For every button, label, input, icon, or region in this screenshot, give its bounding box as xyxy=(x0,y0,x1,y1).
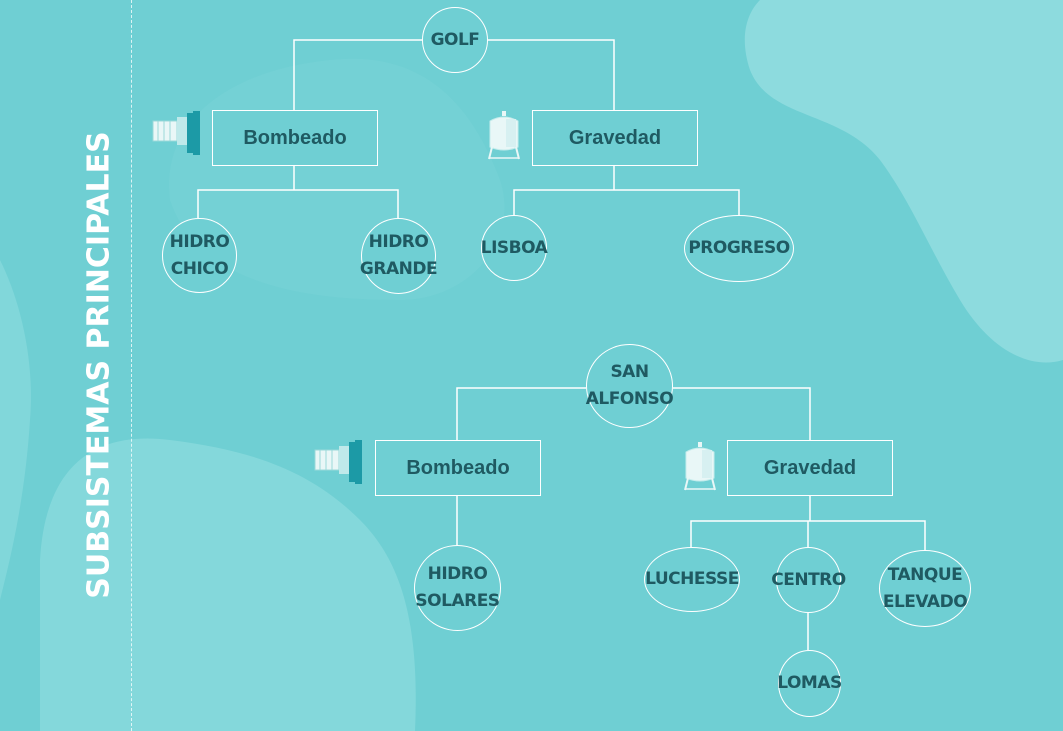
san-alfonso-gravedad-box: Gravedad xyxy=(727,440,893,496)
divider-line xyxy=(131,0,132,731)
node-centro: CENTRO xyxy=(771,547,846,613)
san-alfonso-bombeado-box: Bombeado xyxy=(375,440,541,496)
pump-icon xyxy=(152,111,200,155)
node-golf: GOLF xyxy=(422,7,488,73)
node-lomas: LOMAS xyxy=(777,650,842,717)
node-tanque-elevado: TANQUE ELEVADO xyxy=(879,550,971,627)
node-luchesse: LUCHESSE xyxy=(644,547,740,612)
golf-gravedad-box: Gravedad xyxy=(532,110,698,166)
tank-icon xyxy=(488,111,520,160)
pump-icon xyxy=(314,440,362,484)
node-hidro-grande: HIDRO GRANDE xyxy=(360,218,438,294)
node-progreso: PROGRESO xyxy=(684,215,794,282)
node-lisboa: LISBOA xyxy=(481,215,548,281)
tank-icon xyxy=(684,442,716,491)
golf-bombeado-box: Bombeado xyxy=(212,110,378,166)
node-hidro-chico: HIDRO CHICO xyxy=(162,218,237,293)
node-san-alfonso: SAN ALFONSO xyxy=(586,344,674,428)
node-hidro-solares: HIDRO SOLARES xyxy=(414,545,501,631)
